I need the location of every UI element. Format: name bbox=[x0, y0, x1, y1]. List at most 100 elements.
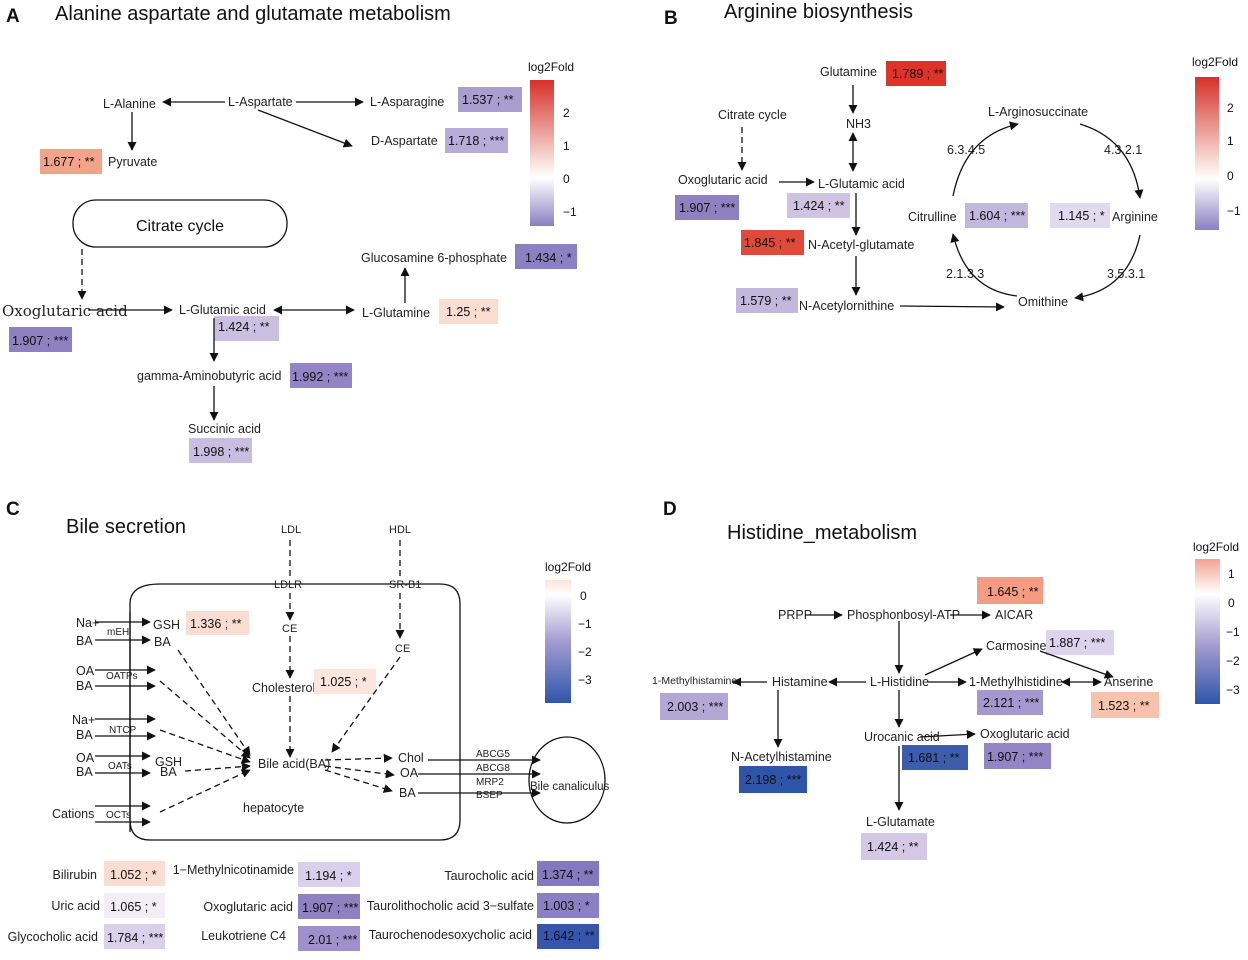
table-name-methylnicotinamide: 1−Methylnicotinamide bbox=[173, 863, 294, 877]
value-glutamate: 1.424 ; ** bbox=[867, 840, 919, 854]
transporter-abcg8: ABCG8 bbox=[476, 763, 510, 774]
value-oxoglutaric: 1.907 ; *** bbox=[12, 334, 68, 348]
transporter-ntcp: NTCP bbox=[109, 725, 137, 736]
legend-b-tick-2: 2 bbox=[1227, 101, 1234, 115]
legend-d-tick-1: 1 bbox=[1228, 567, 1235, 581]
node-hdl: HDL bbox=[389, 524, 411, 536]
node-bile-acid: Bile acid(BA) bbox=[258, 757, 330, 771]
node-histamine: Histamine bbox=[772, 675, 828, 689]
table-value-glycocholic: 1.784 ; *** bbox=[107, 931, 163, 945]
legend-b-tick-m1: −1 bbox=[1227, 204, 1241, 218]
panel-d-title: Histidine_metabolism bbox=[727, 522, 917, 544]
table-value-taurochenodesoxycholic: 1.642 ; ** bbox=[543, 929, 595, 943]
table-name-bilirubin: Bilirubin bbox=[53, 868, 98, 882]
node-citrate-cycle: Citrate cycle bbox=[136, 218, 224, 235]
node-l-arginosuccinate: L-Arginosuccinate bbox=[988, 105, 1088, 119]
node-oxoglutaric-acid: Oxoglutaric acid bbox=[2, 302, 128, 320]
node-ce-1: CE bbox=[282, 623, 297, 635]
legend-c-tick-m1: −1 bbox=[578, 617, 592, 631]
node-ba-out: BA bbox=[399, 786, 416, 800]
table-box-taurochenodesoxycholic bbox=[537, 924, 599, 949]
table-box-leukotriene bbox=[298, 926, 360, 951]
value-glucosamine: 1.434 ; * bbox=[525, 251, 572, 265]
panel-a: A Alanine aspartate and glutamate metabo… bbox=[2, 3, 577, 463]
value-box-succinic bbox=[189, 438, 252, 463]
enzyme-4321: 4.3.2.1 bbox=[1104, 143, 1142, 157]
table-name-taurocholic: Taurocholic acid bbox=[444, 869, 534, 883]
value-glutamic-b: 1.424 ; ** bbox=[793, 199, 845, 213]
value-nacetylglutamate: 1.845 ; ** bbox=[744, 236, 796, 250]
node-citrate-cycle-b: Citrate cycle bbox=[718, 108, 787, 122]
table-box-glycocholic bbox=[104, 924, 165, 949]
table-name-taurolithocholic: Taurolithocholic acid 3−sulfate bbox=[367, 899, 534, 913]
node-1-methylhistamine: 1-Methylhistamine bbox=[652, 675, 737, 687]
node-cholesterol: Cholesterol bbox=[252, 681, 315, 695]
legend-d-colorbar bbox=[1195, 559, 1220, 704]
table-value-methylnicotinamide: 1.194 ; * bbox=[305, 869, 352, 883]
value-box-oxoglutaric-b bbox=[675, 195, 739, 220]
table-name-glycocholic: Glycocholic acid bbox=[8, 930, 98, 944]
enzyme-3531: 3.5.3.1 bbox=[1107, 267, 1145, 281]
panel-c-title: Bile secretion bbox=[66, 516, 186, 538]
legend-c-tick-0: 0 bbox=[580, 589, 587, 603]
transporter-mrp2: MRP2 bbox=[476, 777, 504, 788]
node-l-glutamate: L-Glutamate bbox=[866, 815, 935, 829]
enzyme-6345: 6.3.4.5 bbox=[947, 143, 985, 157]
value-glutamine: 1.25 ; ** bbox=[446, 305, 491, 319]
node-ldlr: LDLR bbox=[274, 579, 302, 591]
value-cholesterol: 1.025 ; * bbox=[320, 675, 367, 689]
node-carmosine: Carmosine bbox=[986, 639, 1046, 653]
value-box-carmosine bbox=[1046, 630, 1114, 655]
citrate-cycle-box bbox=[72, 199, 288, 248]
node-aicar: AICAR bbox=[995, 608, 1033, 622]
legend-c-tick-m2: −2 bbox=[578, 645, 592, 659]
value-box-cholesterol bbox=[314, 669, 376, 694]
legend-a-tick-0: 0 bbox=[563, 172, 570, 186]
table-value-leukotriene: 2.01 ; *** bbox=[308, 933, 357, 947]
node-ornithine: Omithine bbox=[1018, 295, 1068, 309]
table-value-bilirubin: 1.052 ; * bbox=[110, 868, 157, 882]
ion-na-2: Na+ bbox=[72, 713, 95, 727]
legend-a: log2Fold 2 1 0 −1 bbox=[528, 60, 577, 226]
transporter-octs: OCTs bbox=[106, 810, 131, 821]
node-l-asparagine: L-Asparagine bbox=[370, 95, 444, 109]
legend-a-colorbar bbox=[530, 80, 554, 226]
panel-c: C Bile secretion hepatocyte LDL HDL LDLR… bbox=[6, 499, 610, 951]
value-box-d-aspartate bbox=[445, 128, 508, 153]
transporter-abcg5: ABCG5 bbox=[476, 749, 510, 760]
table-value-taurocholic: 1.374 ; ** bbox=[542, 868, 594, 882]
value-box-citrulline bbox=[965, 203, 1028, 228]
label-hepatocyte: hepatocyte bbox=[243, 801, 304, 815]
node-gaba: gamma-Aminobutyric acid bbox=[137, 369, 282, 383]
node-glutamine-b: Glutamine bbox=[820, 65, 877, 79]
node-l-aspartate: L-Aspartate bbox=[228, 95, 293, 109]
ion-ba-3: BA bbox=[76, 728, 93, 742]
value-box-oxoglutaric-d bbox=[984, 743, 1051, 769]
value-glutamine-b: 1.789 ; ** bbox=[892, 67, 944, 81]
legend-d-tick-m1: −1 bbox=[1226, 625, 1240, 639]
enzyme-2133: 2.1.3.3 bbox=[946, 267, 984, 281]
node-l-glutamine: L-Glutamine bbox=[362, 306, 430, 320]
node-gsh-2: GSH bbox=[155, 755, 182, 769]
legend-d-tick-m3: −3 bbox=[1226, 683, 1240, 697]
value-asparagine: 1.537 ; ** bbox=[462, 93, 514, 107]
node-l-histidine: L-Histidine bbox=[870, 675, 929, 689]
panel-a-arrows bbox=[77, 97, 410, 421]
panel-a-title: Alanine aspartate and glutamate metaboli… bbox=[55, 3, 451, 25]
node-pyruvate: Pyruvate bbox=[108, 155, 157, 169]
legend-a-tick-1: 1 bbox=[563, 139, 570, 153]
node-d-aspartate: D-Aspartate bbox=[371, 134, 438, 148]
node-l-glutamic-acid-b: L-Glutamic acid bbox=[818, 177, 905, 191]
ion-cations: Cations bbox=[52, 807, 94, 821]
value-box-methylhistamine bbox=[660, 693, 728, 720]
value-arginine: 1.145 ; * bbox=[1058, 209, 1105, 223]
node-1-methylhistidine: 1-Methylhistidine bbox=[969, 675, 1063, 689]
panel-d: D Histidine_metabolism 1.645 ; ** PRPP P… bbox=[652, 499, 1240, 860]
node-succinic-acid: Succinic acid bbox=[188, 422, 261, 436]
value-oxoglutaric-d: 1.907 ; *** bbox=[987, 750, 1043, 764]
value-box-glutamine bbox=[439, 299, 498, 324]
node-chol: Chol bbox=[398, 751, 424, 765]
value-urocanic: 1.681 ; ** bbox=[908, 751, 960, 765]
panel-letter-c: C bbox=[6, 499, 20, 520]
